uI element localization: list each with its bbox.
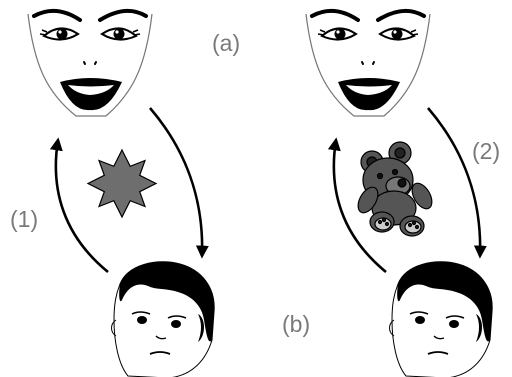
label-arrow-2: (2)	[472, 138, 501, 164]
label-panel-b: (b)	[282, 311, 311, 337]
label-panel-a: (a)	[212, 30, 241, 56]
arrow-infant-to-adult-right	[327, 137, 387, 274]
arrow-infant-to-adult-left	[49, 137, 109, 274]
arrow-adult-to-infant-left	[149, 107, 209, 259]
infant-face-right	[388, 260, 494, 377]
arrow-adult-to-infant-right	[427, 107, 487, 259]
infant-face-left	[110, 260, 216, 377]
teddy-bear-icon	[357, 141, 433, 237]
adult-face-right	[304, 8, 432, 119]
label-arrow-1: (1)	[10, 206, 39, 232]
adult-face-left	[26, 8, 154, 119]
star-object	[86, 148, 158, 219]
